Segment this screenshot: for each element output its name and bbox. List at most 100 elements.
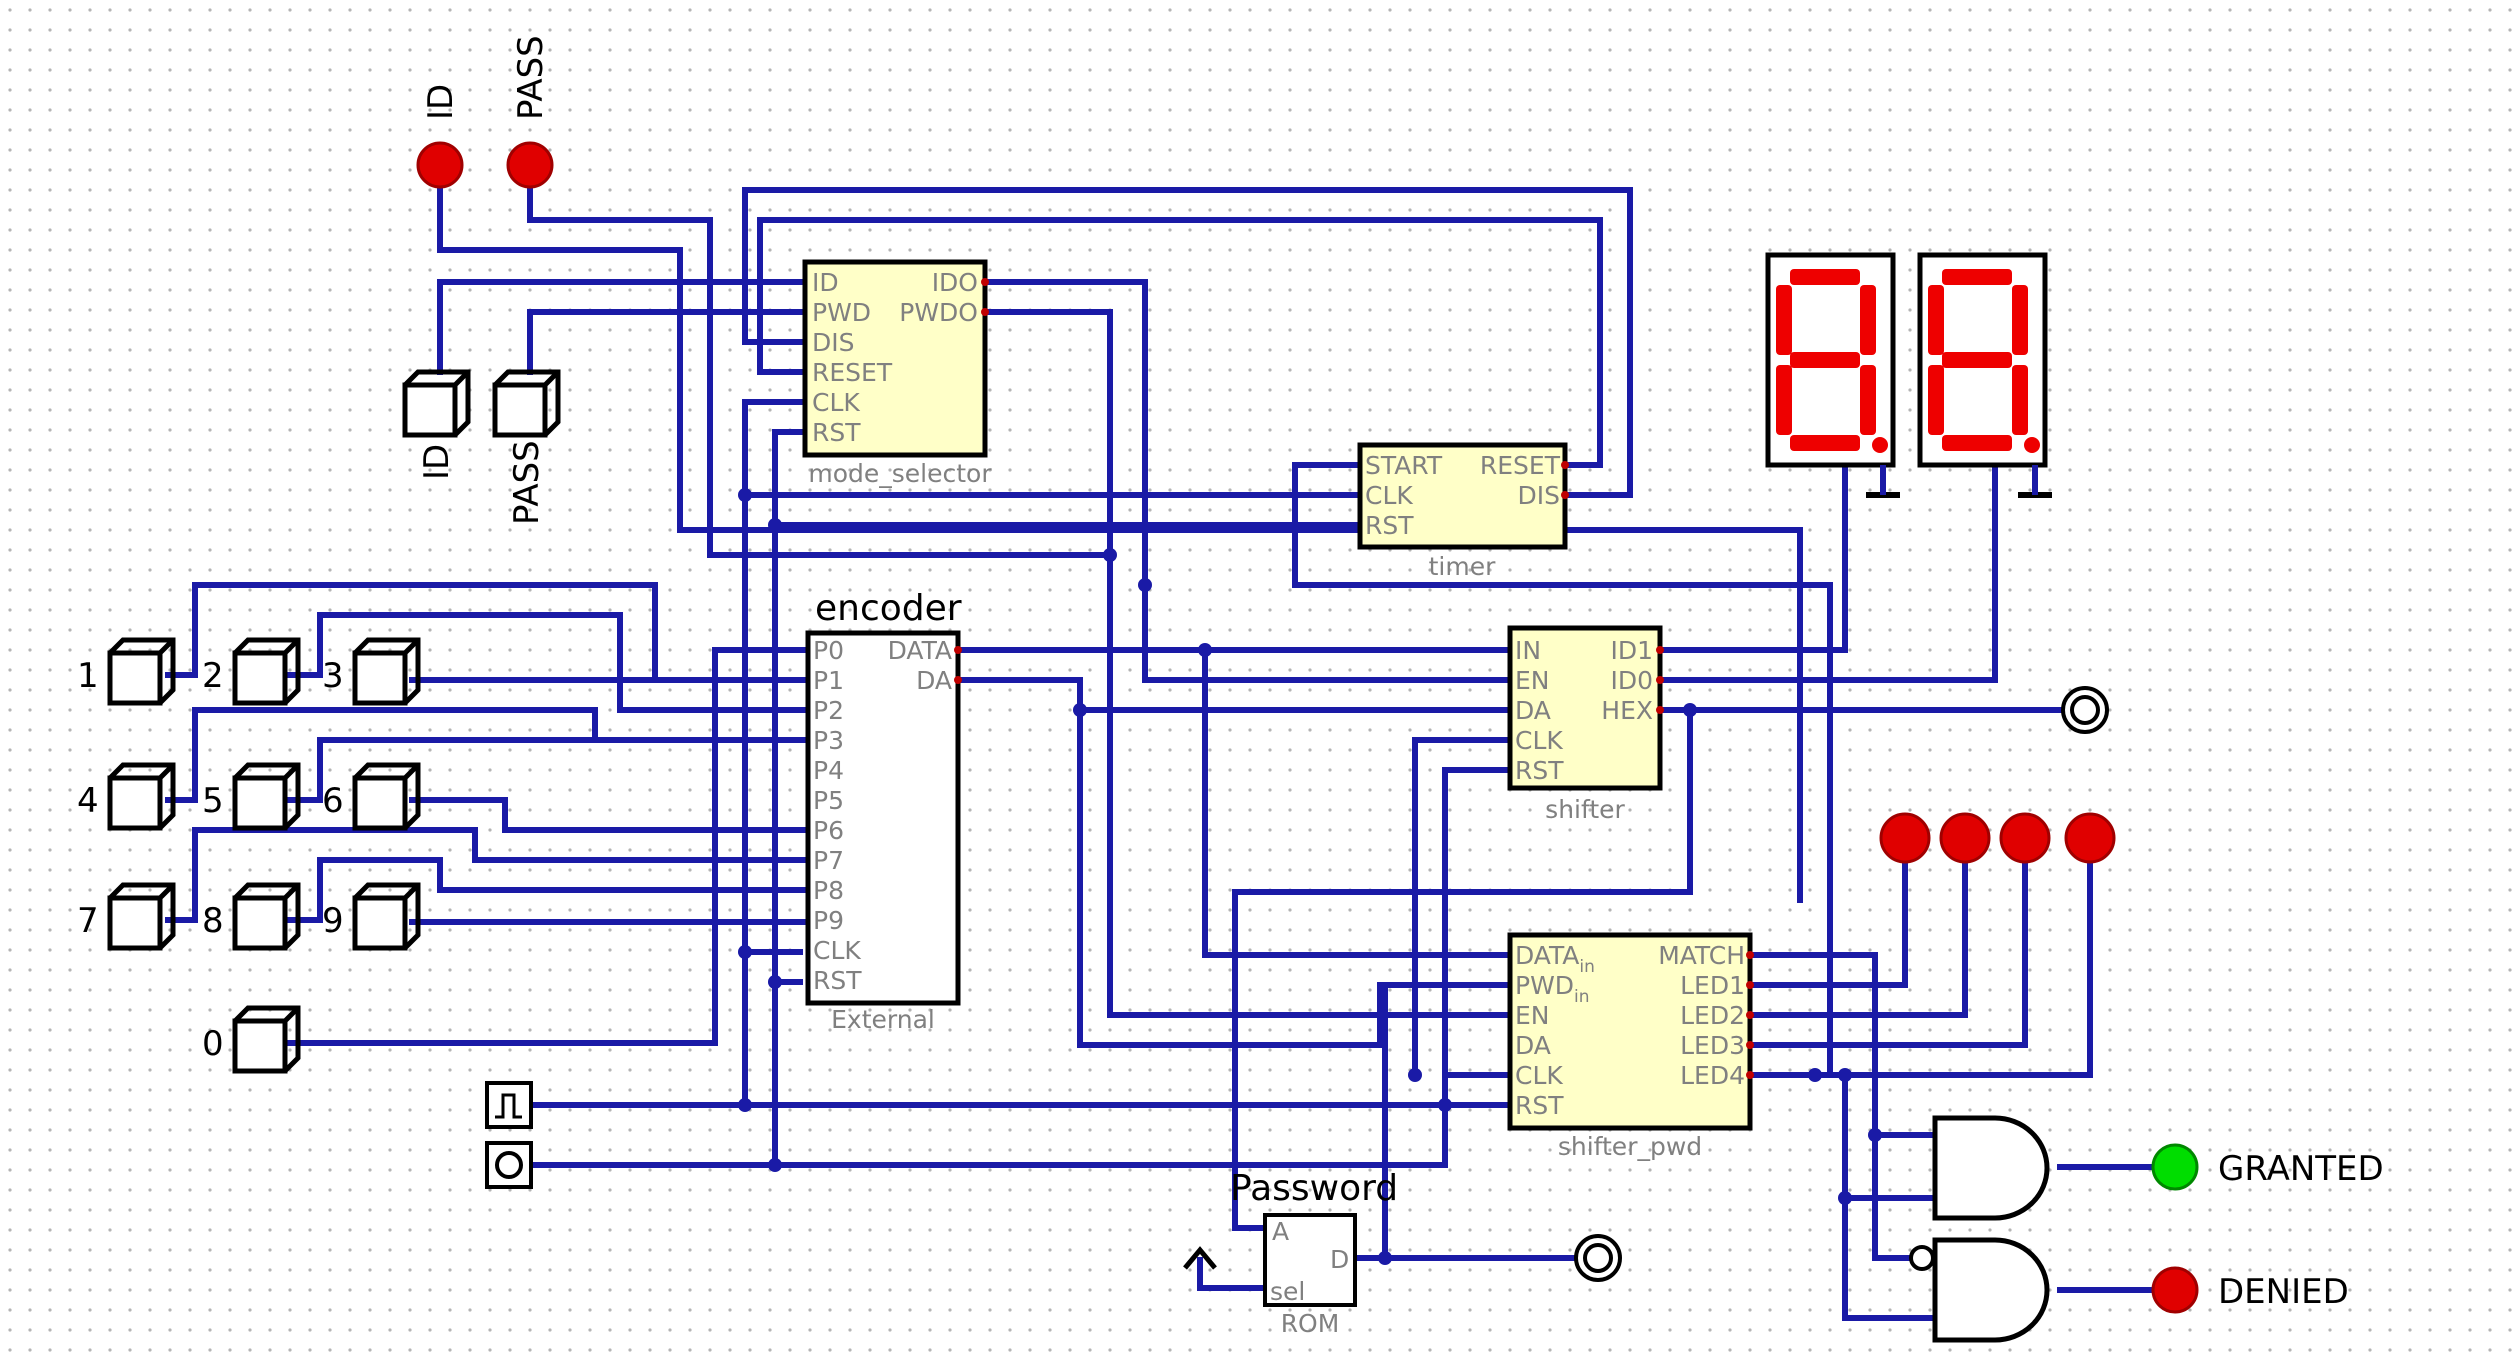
rom-pin-a: A — [1272, 1217, 1289, 1246]
hex0-segment-1 — [2012, 285, 2028, 355]
reset-circle-icon — [495, 1151, 523, 1179]
shifter-name: shifter — [1545, 795, 1625, 824]
sh-left-pin-4: RST — [1515, 756, 1564, 785]
ms-left-pin-1: PWD — [812, 298, 871, 327]
sp-left-pin-5: RST — [1515, 1091, 1564, 1120]
key-5-button[interactable]: 5 — [202, 762, 301, 831]
wire-rom-sel — [1197, 1257, 1268, 1291]
hex1-segment-0 — [1790, 269, 1860, 285]
timer-right-pin-dot-0 — [1561, 461, 1569, 469]
key-2-button[interactable]: 2 — [202, 637, 301, 706]
sp-left-pin-main-3: DA — [1515, 1031, 1551, 1060]
led-4 — [2064, 812, 2116, 864]
granted-label: GRANTED — [2218, 1149, 2384, 1189]
sh-left-pin-0: IN — [1515, 636, 1541, 665]
key-4-button[interactable]: 4 — [77, 762, 176, 831]
enc-left-pin-1: P1 — [813, 666, 844, 695]
clock-wave-icon — [495, 1093, 522, 1119]
enc-left-pin-0: P0 — [813, 636, 844, 665]
hex1-decimal-point — [1872, 437, 1888, 453]
encoder-name: External — [831, 1005, 935, 1034]
button-id-label: ID — [417, 444, 457, 480]
ms-left-pin-5: RST — [812, 418, 861, 447]
top-pass-led[interactable] — [506, 141, 554, 189]
timer-left-pin-2: RST — [1365, 511, 1414, 540]
wire-id0-display — [1652, 462, 1998, 683]
sp-left-pin-main-5: RST — [1515, 1091, 1564, 1120]
key-3-button[interactable]: 3 — [322, 637, 421, 706]
sh-right-pin-dot-1 — [1656, 676, 1664, 684]
sh-left-pin-2: DA — [1515, 696, 1551, 725]
led-3 — [1999, 812, 2051, 864]
button-id[interactable]: ID — [402, 369, 471, 480]
top-input-pass[interactable]: PASS — [506, 35, 554, 189]
top-id-led[interactable] — [416, 141, 464, 189]
enc-left-pin-8: P8 — [813, 876, 844, 905]
wire-led2 — [1747, 837, 1968, 1018]
inverter-bubble — [1909, 1245, 1935, 1271]
timer-left-pin-1: CLK — [1365, 481, 1413, 510]
timer-right-pin-dot-1 — [1561, 491, 1569, 499]
wire-pwdo — [982, 309, 1513, 1018]
enc-right-pin-0: DATA — [888, 636, 952, 665]
key-8-button[interactable]: 8 — [202, 882, 301, 951]
hex0-segment-6 — [1942, 352, 2012, 368]
rom-title: Password — [1230, 1168, 1398, 1209]
leds — [1879, 812, 2116, 864]
sp-right-pin-0: MATCH — [1658, 941, 1745, 970]
denied-led — [2151, 1266, 2199, 1314]
sp-right-pin-dot-0 — [1746, 951, 1754, 959]
enc-left-pin-4: P4 — [813, 756, 844, 785]
clock-source[interactable] — [485, 1081, 533, 1129]
key-8-label: 8 — [202, 901, 224, 941]
key-0-button[interactable]: 0 — [202, 1005, 301, 1074]
wire-key5 — [287, 737, 813, 803]
sp-right-pin-dot-4 — [1746, 1071, 1754, 1079]
hex0-segment-4 — [1928, 365, 1944, 435]
wire-shifter-rst — [1442, 767, 1513, 1108]
enc-left-pin-10: CLK — [813, 936, 861, 965]
enc-left-pin-2: P2 — [813, 696, 844, 725]
top-input-id[interactable]: ID — [416, 84, 464, 189]
key-7-button[interactable]: 7 — [77, 882, 176, 951]
hex1-segment-2 — [1860, 365, 1876, 435]
wire-reset-bus — [517, 429, 803, 1168]
wires — [165, 162, 2168, 1321]
sp-right-pin-dot-2 — [1746, 1011, 1754, 1019]
wire-pass-pin — [527, 162, 1113, 558]
rom-password[interactable]: Password A sel D ROM — [1183, 1168, 1398, 1338]
key-6-label: 6 — [322, 781, 344, 821]
denied-label: DENIED — [2218, 1272, 2349, 1312]
rom-name: ROM — [1281, 1309, 1340, 1338]
timer-right-pin-1: DIS — [1518, 481, 1561, 510]
sp-left-pin-2: EN — [1515, 1001, 1550, 1030]
hex0-segment-0 — [1942, 269, 2012, 285]
rom-pin-sel: sel — [1270, 1277, 1305, 1306]
key-1-button[interactable]: 1 — [77, 637, 176, 706]
key-9-button[interactable]: 9 — [322, 882, 421, 951]
key-7-label: 7 — [77, 901, 99, 941]
hex0-segment-3 — [1942, 435, 2012, 451]
sh-right-pin-dot-2 — [1656, 706, 1664, 714]
mode-selector-name: mode_selector — [808, 459, 992, 488]
timer-left-pin-0: START — [1365, 451, 1443, 480]
enc-left-pin-5: P5 — [813, 786, 844, 815]
wire-shifter-clk — [1412, 737, 1513, 1078]
sp-left-pin-4: CLK — [1515, 1061, 1563, 1090]
wire-reset-loop — [757, 217, 1603, 468]
encoder-title: encoder — [815, 588, 962, 629]
sh-right-pin-1: ID0 — [1610, 666, 1653, 695]
hex1-segment-3 — [1790, 435, 1860, 451]
reset-button[interactable] — [485, 1141, 533, 1189]
top-id-label: ID — [421, 84, 461, 120]
wire-led3 — [1747, 837, 2028, 1048]
button-pass[interactable]: PASS — [492, 369, 561, 525]
enc-right-pin-dot-1 — [954, 676, 962, 684]
key-6-button[interactable]: 6 — [322, 762, 421, 831]
